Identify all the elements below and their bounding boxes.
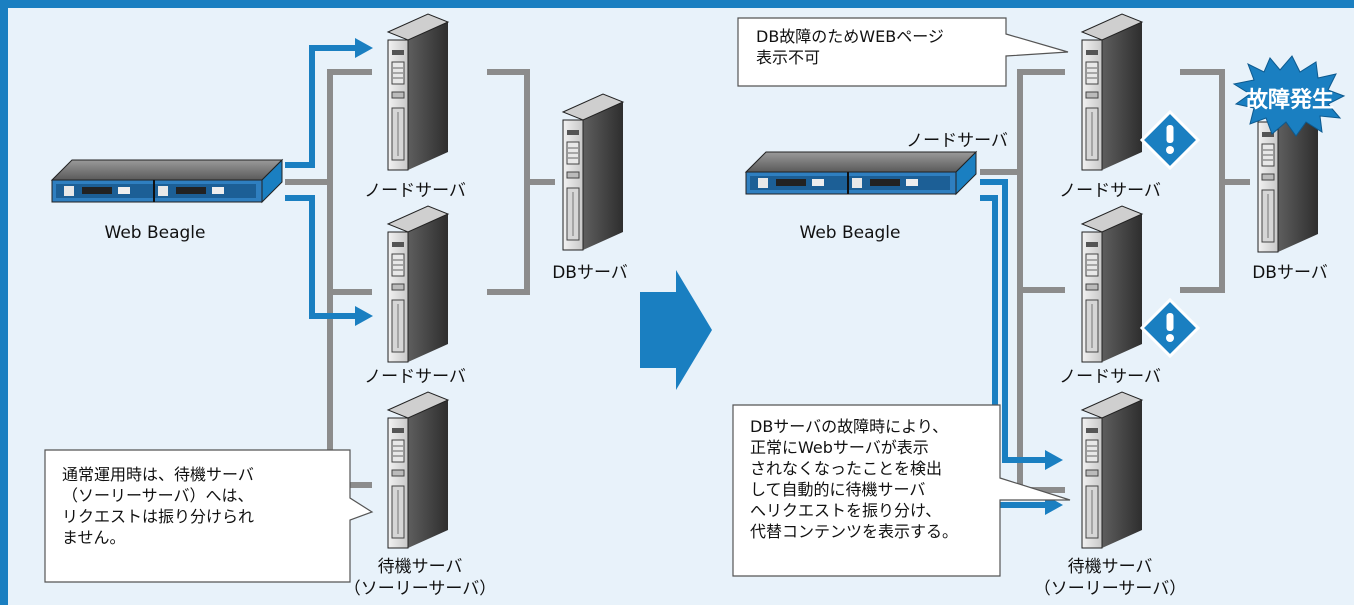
left-standby-server-label-2: （ソーリーサーバ） xyxy=(343,579,497,599)
right-node-server-2-label: ノードサーバ xyxy=(1059,367,1161,387)
right-standby-server-icon xyxy=(1081,391,1143,549)
arrow-to-node-2-icon xyxy=(355,306,373,326)
left-node-server-2-label: ノードサーバ xyxy=(364,367,466,387)
warning-node-2-icon xyxy=(1140,298,1200,358)
left-db-server-icon xyxy=(562,93,624,251)
right-node-server-1-label: ノードサーバ xyxy=(1059,181,1161,201)
transition-arrow-icon xyxy=(640,270,712,390)
arrow-to-node-1-icon xyxy=(355,38,373,58)
right-bottom-callout-box xyxy=(732,404,1071,577)
right-node-server-1-icon xyxy=(1081,13,1143,171)
left-node-server-1-label: ノードサーバ xyxy=(364,181,466,201)
left-standby-server-label-1: 待機サーバ xyxy=(377,557,463,577)
left-web-beagle-label: Web Beagle xyxy=(104,223,206,243)
right-top-callout-box xyxy=(737,17,1069,87)
left-callout-box xyxy=(44,449,374,583)
failure-badge-text: 故障発生 xyxy=(1246,88,1335,113)
right-node-server-2-icon xyxy=(1081,205,1143,363)
right-standby-server-label-1: 待機サーバ xyxy=(1067,557,1153,577)
right-web-beagle-label: Web Beagle xyxy=(799,223,901,243)
warning-node-1-icon xyxy=(1140,110,1200,170)
frame-top-border xyxy=(0,0,1354,8)
frame-left-border xyxy=(0,0,8,605)
left-db-server-label: DBサーバ xyxy=(552,263,628,283)
right-web-beagle-icon xyxy=(745,151,977,195)
left-node-server-2-icon xyxy=(387,205,449,363)
left-callout-text: 通常運用時は、待機サーバ （ソーリーサーバ）へは、 リクエストは振り分けられ ま… xyxy=(62,465,255,547)
right-db-server-label: DBサーバ xyxy=(1252,263,1328,283)
right-standby-server-label-2: （ソーリーサーバ） xyxy=(1033,579,1187,599)
right-node-server-top-label: ノードサーバ xyxy=(906,131,1008,151)
left-standby-server-icon xyxy=(387,391,449,549)
left-web-beagle-icon xyxy=(51,159,283,203)
left-node-server-1-icon xyxy=(387,13,449,171)
failure-burst-icon xyxy=(1232,55,1346,137)
right-top-callout-text: DB故障のためWEBページ 表示不可 xyxy=(756,27,944,67)
arrow-to-standby-1-icon xyxy=(1045,450,1063,470)
right-bottom-callout-text: DBサーバの故障時により、 正常にWebサーバが表示 されなくなったことを検出 … xyxy=(750,417,959,541)
